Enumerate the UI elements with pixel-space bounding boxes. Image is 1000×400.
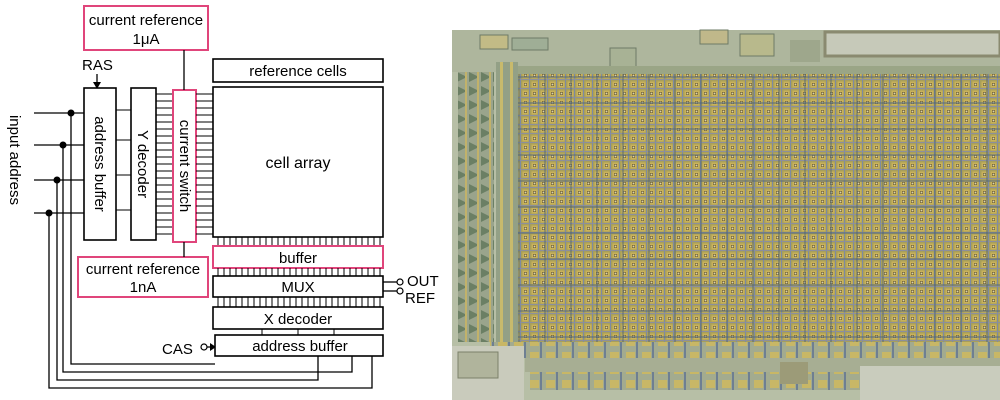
ab-to-yd-wires	[116, 109, 131, 211]
reference-cells	[212, 58, 384, 83]
address-buffer-vertical-label: address buffer	[91, 116, 108, 212]
input-wires	[34, 109, 373, 389]
array-to-buffer-lines	[217, 237, 381, 246]
cell-array	[212, 86, 384, 238]
switch-to-array-lines	[196, 93, 213, 235]
out-label: OUT	[407, 273, 439, 290]
ras-label: RAS	[82, 57, 113, 74]
mux-label: MUX	[281, 279, 314, 296]
xdecoder-to-addrbuf-lines	[261, 329, 335, 335]
x-decoder-label: X decoder	[264, 311, 332, 328]
y-decoder-label: Y decoder	[134, 130, 151, 198]
current-reference-1nA-line2: 1nA	[130, 279, 157, 296]
mux-to-xdecoder-lines	[217, 297, 381, 307]
address-buffer-vertical	[83, 87, 117, 241]
buffer-label: buffer	[279, 250, 317, 267]
block-diagram: input address RAS address buffer	[6, 5, 439, 389]
address-buffer-bottom	[214, 334, 384, 357]
mux	[212, 275, 384, 298]
current-reference-1nA-line1: current reference	[86, 261, 200, 278]
current-reference-1nA	[77, 256, 209, 298]
y-decoder	[130, 87, 157, 241]
current-reference-1uA	[83, 5, 209, 51]
buffer-to-mux-lines	[217, 268, 381, 276]
cell-array-label: cell array	[266, 155, 331, 172]
chip-micrograph	[452, 29, 1000, 400]
ref-label: REF	[405, 290, 435, 307]
input-address-label: input address	[6, 115, 23, 205]
current-switch-label: current switch	[176, 120, 193, 213]
buffer	[212, 245, 384, 269]
address-buffer-bottom-label: address buffer	[252, 338, 348, 355]
reference-cells-label: reference cells	[249, 63, 347, 80]
cas-label: CAS	[162, 341, 193, 358]
yd-to-switch-lines	[156, 93, 173, 235]
current-reference-1uA-line1: current reference	[89, 12, 203, 29]
current-reference-1uA-line2: 1μA	[133, 31, 160, 48]
